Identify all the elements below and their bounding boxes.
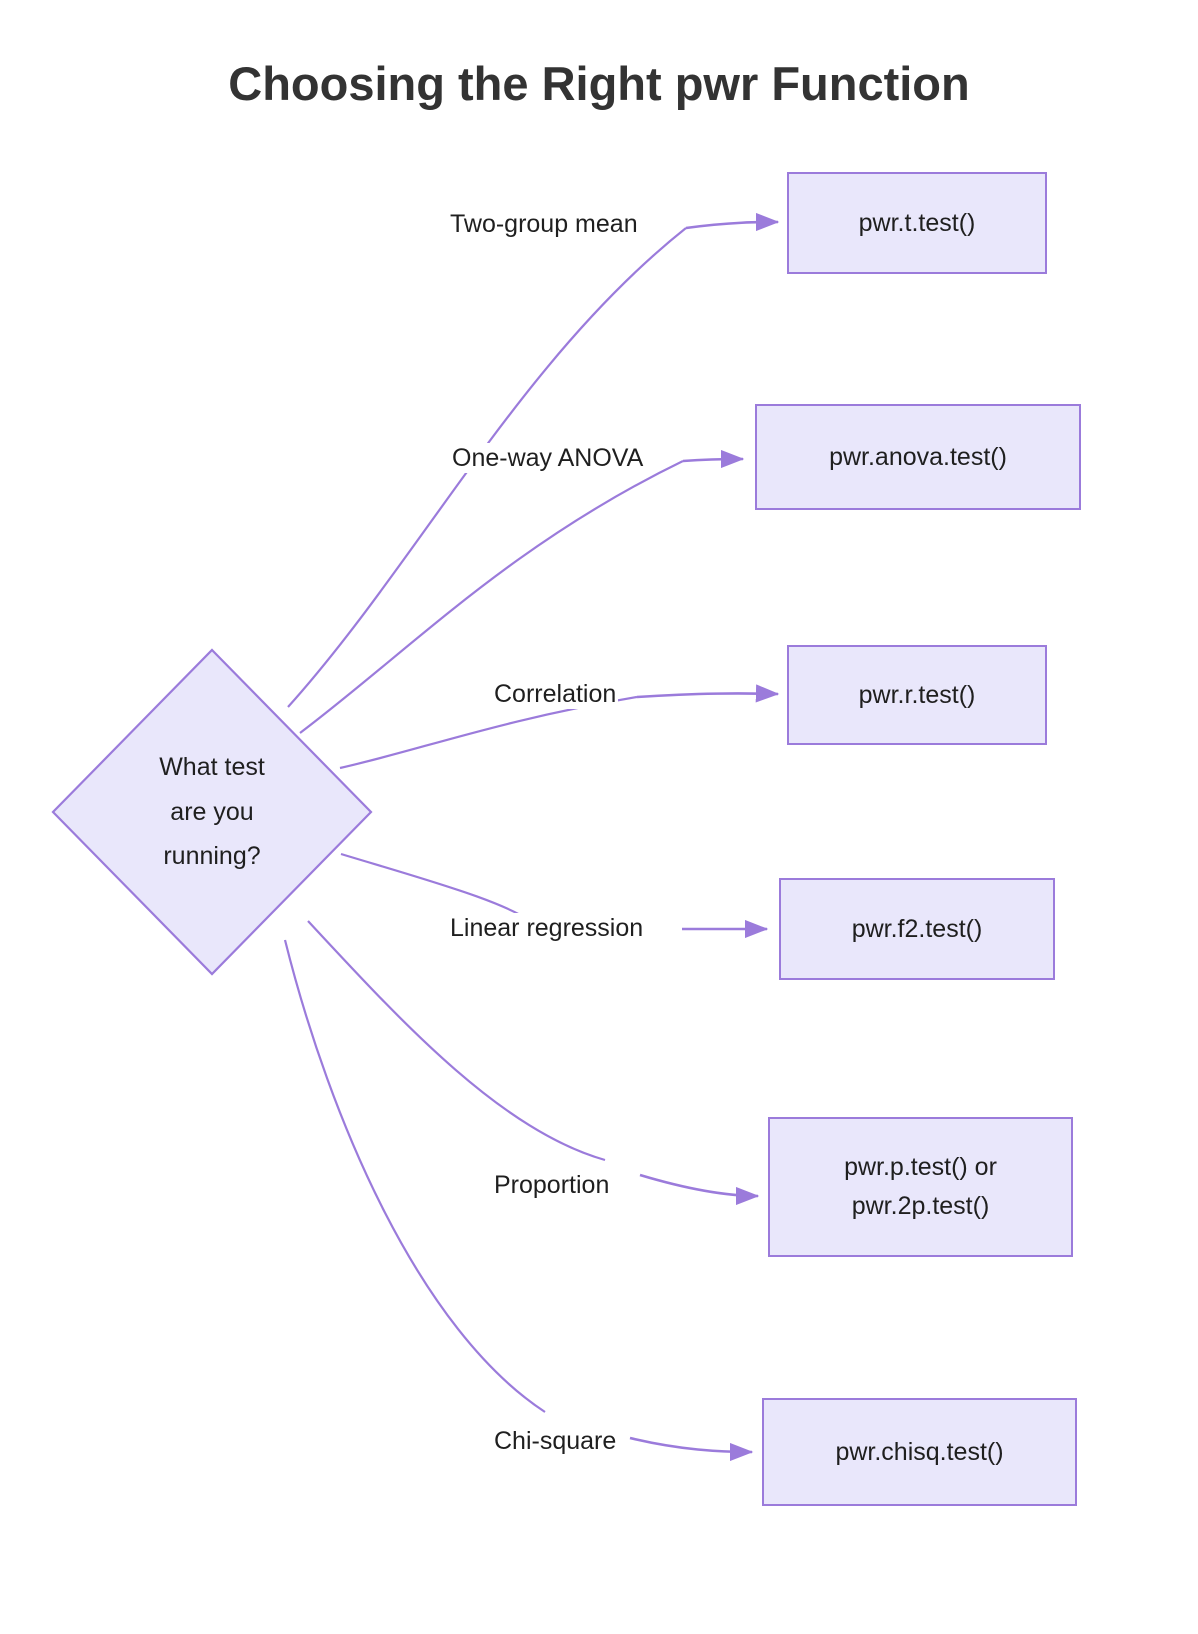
diamond-shape-icon [51,648,373,976]
node-pwr-f2-test[interactable]: pwr.f2.test() [779,878,1055,980]
node-pwr-t-test-label: pwr.t.test() [858,208,976,237]
decision-node[interactable]: What test are you running? [50,647,374,977]
edge-curve-one-way-anova [299,460,684,734]
edge-curve-proportion [307,920,606,1162]
node-pwr-p-test-label-line-2: pwr.2p.test() [851,1192,990,1220]
edge-arrow-chi-square [629,1436,754,1462]
node-pwr-t-test[interactable]: pwr.t.test() [787,172,1047,274]
edge-label-two-group-mean: Two-group mean [448,209,640,239]
node-pwr-p-test[interactable]: pwr.p.test() or pwr.2p.test() [768,1117,1073,1257]
edge-label-one-way-anova: One-way ANOVA [450,443,646,473]
node-pwr-anova-test[interactable]: pwr.anova.test() [755,404,1081,510]
node-pwr-f2-test-label: pwr.f2.test() [851,914,983,943]
edge-arrow-correlation [636,684,780,703]
node-pwr-chisq-test-label: pwr.chisq.test() [835,1437,1004,1466]
edge-label-linear-regression: Linear regression [448,913,646,943]
edge-arrow-one-way-anova [682,449,745,469]
edge-arrow-proportion [639,1173,760,1206]
node-pwr-chisq-test[interactable]: pwr.chisq.test() [762,1398,1077,1506]
edge-arrow-two-group-mean [685,212,780,232]
edge-label-proportion: Proportion [492,1170,612,1200]
node-pwr-p-test-label-line-1: pwr.p.test() or [844,1153,997,1182]
edge-label-chi-square: Chi-square [492,1426,619,1456]
page-title: Choosing the Right pwr Function [228,57,970,110]
edge-label-correlation: Correlation [492,679,619,709]
node-pwr-r-test-label: pwr.r.test() [858,680,976,709]
node-pwr-anova-test-label: pwr.anova.test() [829,442,1007,471]
edge-curve-chi-square [283,939,546,1413]
node-pwr-r-test[interactable]: pwr.r.test() [787,645,1047,745]
